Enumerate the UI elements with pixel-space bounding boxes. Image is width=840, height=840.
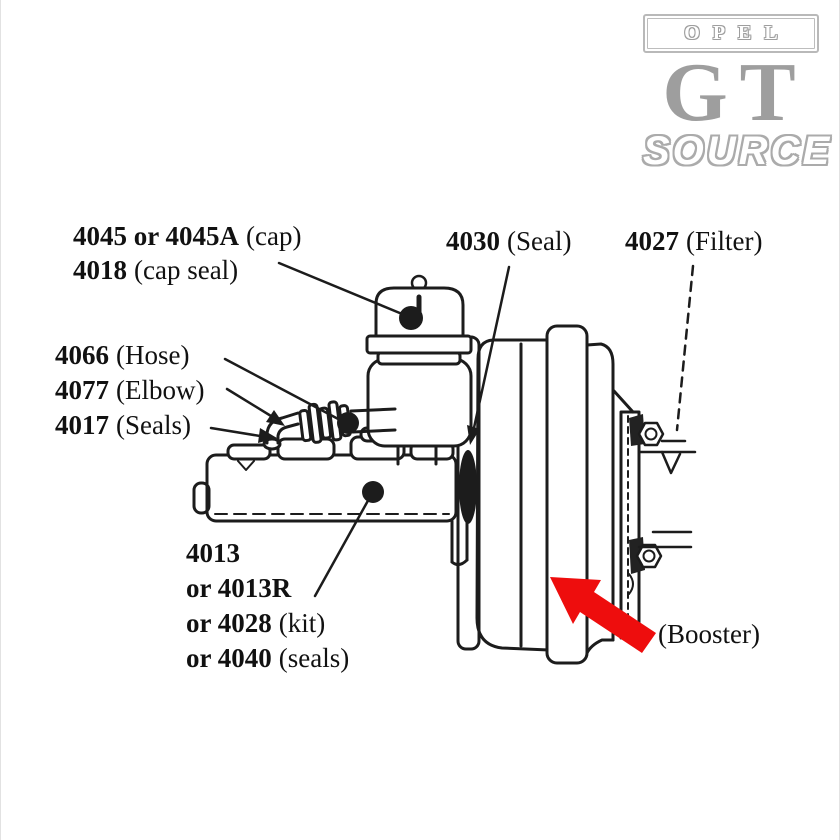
booster-stud-bottom (635, 530, 693, 569)
booster-front-shell (475, 338, 551, 652)
master-cylinder-body (192, 426, 469, 567)
leader-master-cylinder (313, 481, 384, 598)
label-cap: 4045 or 4045A(cap) (73, 221, 302, 251)
leader-hose (223, 357, 359, 434)
leader-seals (209, 426, 277, 443)
label-filter: 4027(Filter) (625, 226, 763, 256)
booster-stud-top (637, 421, 697, 454)
booster-pointer-arrow (550, 577, 656, 653)
seal-4030 (459, 450, 477, 524)
label-seals: 4017(Seals) (55, 410, 191, 440)
opel-logo-text: OPEL (647, 18, 815, 49)
leader-cap (277, 261, 423, 330)
label-master-cylinder-2: or 4013R (186, 573, 292, 603)
leader-filter-dashed (660, 264, 695, 475)
reservoir-cap (374, 274, 465, 338)
label-master-cylinder-3: or 4028(kit) (186, 608, 326, 638)
leader-elbow (225, 387, 285, 426)
leader-seal (467, 265, 511, 445)
label-master-cylinder-4: or 4040(seals) (186, 643, 350, 673)
label-master-cylinder-1: 4013 (186, 538, 240, 568)
reservoir (365, 334, 473, 466)
label-elbow: 4077(Elbow) (55, 375, 205, 405)
label-cap-seal: 4018(cap seal) (73, 255, 239, 285)
opel-gt-source-logo: OPEL GT SOURCE (643, 14, 833, 173)
label-seal: 4030(Seal) (446, 226, 572, 256)
label-booster: (Booster) (658, 619, 760, 649)
gt-logo-text: GT (662, 46, 808, 139)
opel-logo-box: OPEL (643, 14, 819, 53)
label-hose: 4066(Hose) (55, 340, 190, 370)
source-logo-text: SOURCE (643, 129, 833, 173)
